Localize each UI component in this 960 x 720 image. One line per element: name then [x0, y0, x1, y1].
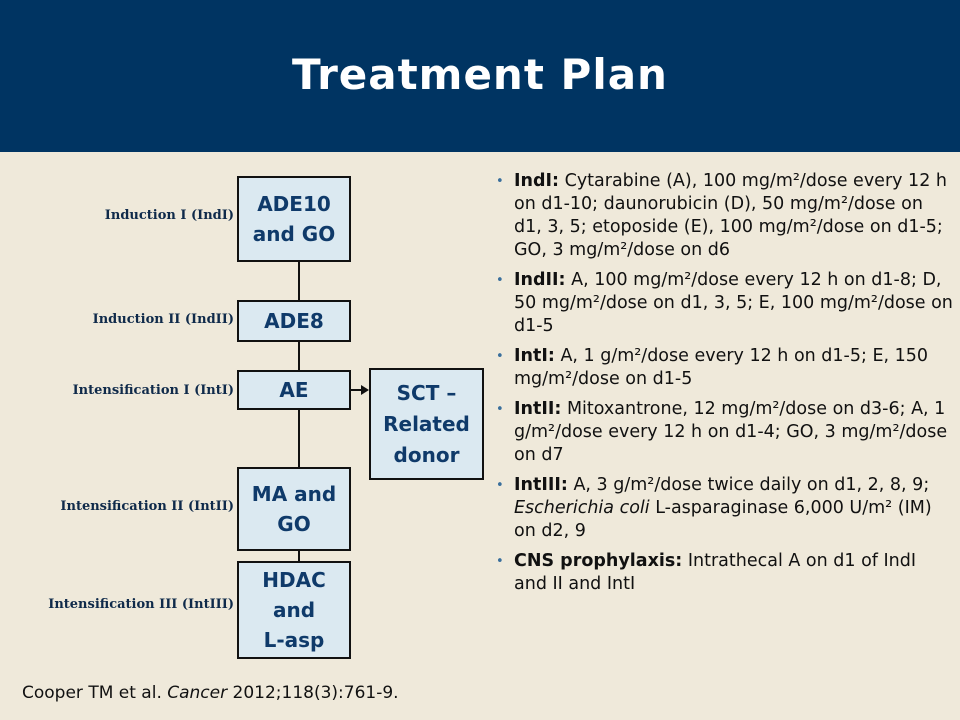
stage-label-intensification-1: Intensification I (IntI) — [72, 383, 234, 398]
bullet-cns-prophylaxis: •CNS prophylaxis: Intrathecal A on d1 of… — [496, 551, 917, 594]
stage-label-intensification-3: Intensification III (IntIII) — [48, 597, 234, 612]
bullet-indii: •IndII: A, 100 mg/m²/dose every 12 h on … — [496, 270, 953, 336]
bullet-inti: •IntI: A, 1 g/m²/dose every 12 h on d1-5… — [496, 346, 929, 389]
title-bar: Treatment Plan — [0, 0, 960, 152]
bullet-dot-icon: • — [496, 174, 504, 189]
box-ade10-go: ADE10 and GO — [237, 176, 351, 262]
bullet-dot-icon: • — [496, 273, 504, 288]
stage-label-induction-1: Induction I (IndI) — [104, 208, 234, 223]
bullet-intii: •IntII: Mitoxantrone, 12 mg/m²/dose on d… — [496, 399, 948, 465]
citation: Cooper TM et al. Cancer 2012;118(3):761-… — [22, 683, 399, 703]
box-hdac-lasp: HDAC and L-asp — [237, 561, 351, 659]
box-ade8: ADE8 — [237, 300, 351, 342]
bullet-dot-icon: • — [496, 402, 504, 417]
bullet-dot-icon: • — [496, 554, 504, 569]
bullet-dot-icon: • — [496, 349, 504, 364]
box-ae: AE — [237, 370, 351, 410]
arrow-to-sct-head — [361, 385, 369, 395]
bullet-dot-icon: • — [496, 478, 504, 493]
bullet-indi: •IndI: Cytarabine (A), 100 mg/m²/dose ev… — [496, 171, 947, 260]
regimen-list: •IndI: Cytarabine (A), 100 mg/m²/dose ev… — [494, 170, 954, 603]
stage-label-intensification-2: Intensification II (IntII) — [60, 499, 234, 514]
box-ma-go: MA and GO — [237, 467, 351, 551]
bullet-intiii: •IntIII: A, 3 g/m²/dose twice daily on d… — [496, 475, 932, 541]
page-title: Treatment Plan — [292, 50, 668, 99]
stage-label-induction-2: Induction II (IndII) — [92, 312, 234, 327]
box-sct-related-donor: SCT – Related donor — [369, 368, 484, 480]
